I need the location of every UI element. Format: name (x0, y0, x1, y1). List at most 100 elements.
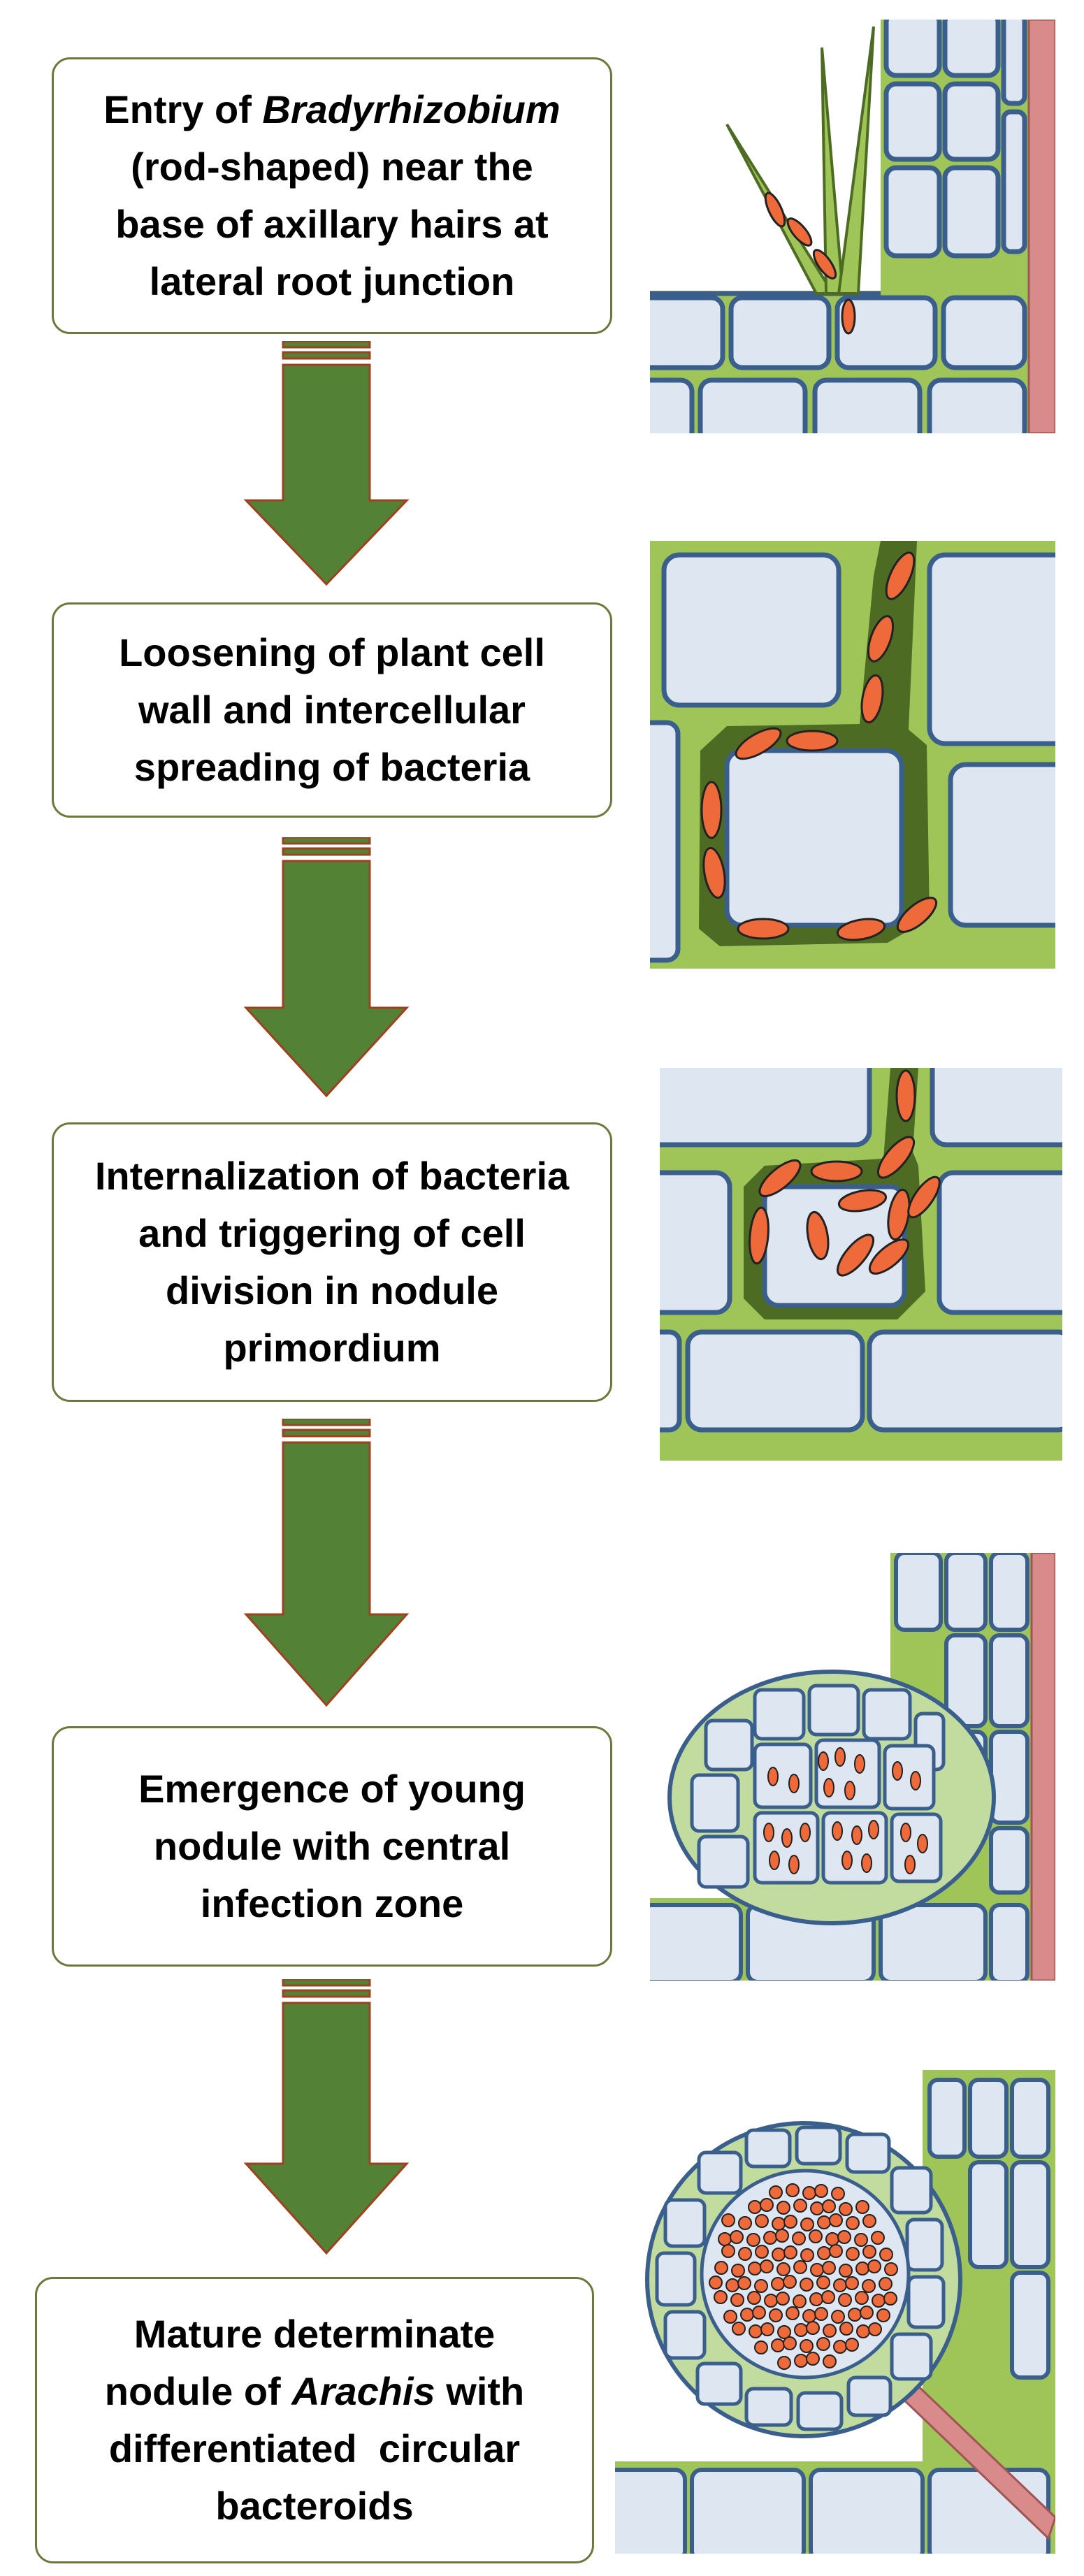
bacteroid (776, 2262, 790, 2276)
bacteroid (855, 2200, 869, 2214)
bacteroid (822, 2261, 836, 2275)
bacteroid (771, 2338, 785, 2352)
bacteria (763, 1747, 928, 1874)
step-text-line: lateral root junction (103, 253, 560, 310)
bacteroid (822, 2199, 836, 2213)
bacteroid (883, 2292, 897, 2306)
step-text-line: primordium (95, 1319, 569, 1377)
text-segment: division in nodule (166, 1268, 498, 1312)
bacteroid (831, 2187, 845, 2201)
bacteroid (821, 2290, 835, 2304)
bacteroid (772, 2248, 786, 2262)
vascular-strand (1027, 20, 1055, 433)
bacteroid (846, 2247, 860, 2261)
panel-3-internalization (660, 1068, 1062, 1461)
bacteroid (809, 2229, 823, 2243)
bacteroids (709, 2183, 898, 2370)
bacteroid (786, 2306, 800, 2320)
arrow-down-1 (243, 341, 410, 586)
text-segment: base of axillary hairs at (115, 202, 549, 246)
bacteroid (879, 2277, 893, 2291)
bacteroid (783, 2215, 797, 2229)
arrow-stripe (282, 341, 371, 349)
bacteroid (738, 2247, 752, 2261)
bacteroid (862, 2214, 876, 2228)
text-segment: with (435, 2369, 525, 2413)
cell-group (660, 1068, 1062, 1433)
bacteria (764, 191, 856, 335)
arrow-stripe (282, 1979, 371, 1987)
bacteroid (837, 2230, 851, 2244)
bacteroid (806, 2321, 820, 2335)
bacteroid (848, 2308, 862, 2322)
bacteroid (823, 2354, 837, 2368)
bacteroid (730, 2230, 744, 2244)
arrow-stripe (282, 837, 371, 845)
bacteroid (839, 2264, 853, 2278)
bacteroid (769, 2308, 783, 2322)
nodule-cortex-cells (655, 2125, 946, 2431)
bacteroid (752, 2306, 766, 2320)
bacteroid (730, 2293, 744, 2307)
text-segment: bacteroids (215, 2484, 414, 2528)
bacteroid (714, 2290, 728, 2304)
bacteroid (775, 2229, 789, 2243)
cell-group (690, 1684, 946, 1889)
text-segment: differentiated circular (108, 2426, 521, 2470)
bacteroid (846, 2216, 860, 2230)
bacteroid (723, 2310, 737, 2324)
bacteroid (732, 2322, 746, 2336)
bacteroid (845, 2276, 859, 2290)
bacteroid (760, 2322, 774, 2336)
bacteroid (721, 2244, 735, 2258)
step-text-line: spreading of bacteria (119, 739, 545, 796)
cell-group (650, 20, 1027, 433)
bacteroid (823, 2324, 837, 2338)
bacteroid (845, 2338, 859, 2352)
bacteroid (862, 2279, 876, 2293)
bacteroid (764, 2294, 778, 2308)
bacteria (700, 551, 938, 941)
bacteroid (802, 2186, 816, 2200)
bacteroid (737, 2276, 751, 2290)
bacteroid (806, 2352, 820, 2366)
arrow-down-2 (243, 837, 410, 1098)
bacteroid (800, 2278, 814, 2292)
step-1-text: Entry of Bradyrhizobium(rod-shaped) near… (103, 81, 560, 310)
bacteroid (868, 2322, 882, 2336)
bacteroid (748, 2262, 762, 2275)
bacteroid (755, 2214, 769, 2228)
bacteroid (800, 2217, 814, 2231)
arrow-stripe (282, 351, 371, 360)
bacteroid (855, 2291, 869, 2305)
text-segment: Emergence of young (138, 1767, 526, 1811)
bacteroid (783, 2275, 797, 2289)
bacteroid (854, 2233, 868, 2247)
vascular-strand (1030, 1553, 1055, 1981)
bacteroid (763, 2231, 777, 2245)
text-segment: infection zone (200, 1881, 464, 1925)
cell-group (650, 552, 1055, 963)
italic-term: Bradyrhizobium (262, 87, 561, 131)
bacteroid (800, 2339, 814, 2353)
arrow-stripe (282, 1428, 371, 1438)
bacteroid (771, 2277, 785, 2291)
text-segment: lateral root junction (149, 259, 515, 303)
bacteroid (747, 2291, 761, 2305)
arrow-down-4 (243, 1979, 410, 2255)
panel-1-bacterial-entry (650, 20, 1055, 433)
bacteroid (746, 2233, 760, 2247)
arrow-stripe (282, 1419, 371, 1426)
bacteroid (777, 2356, 791, 2370)
arrow-down-3 (243, 1419, 410, 1707)
step-1-box: Entry of Bradyrhizobium(rod-shaped) near… (52, 57, 612, 334)
bacteroid (776, 2201, 790, 2215)
bacteroid (755, 2245, 769, 2259)
bacteroid (769, 2185, 783, 2199)
bacteroid (776, 2292, 790, 2306)
bacteroid (816, 2337, 830, 2351)
